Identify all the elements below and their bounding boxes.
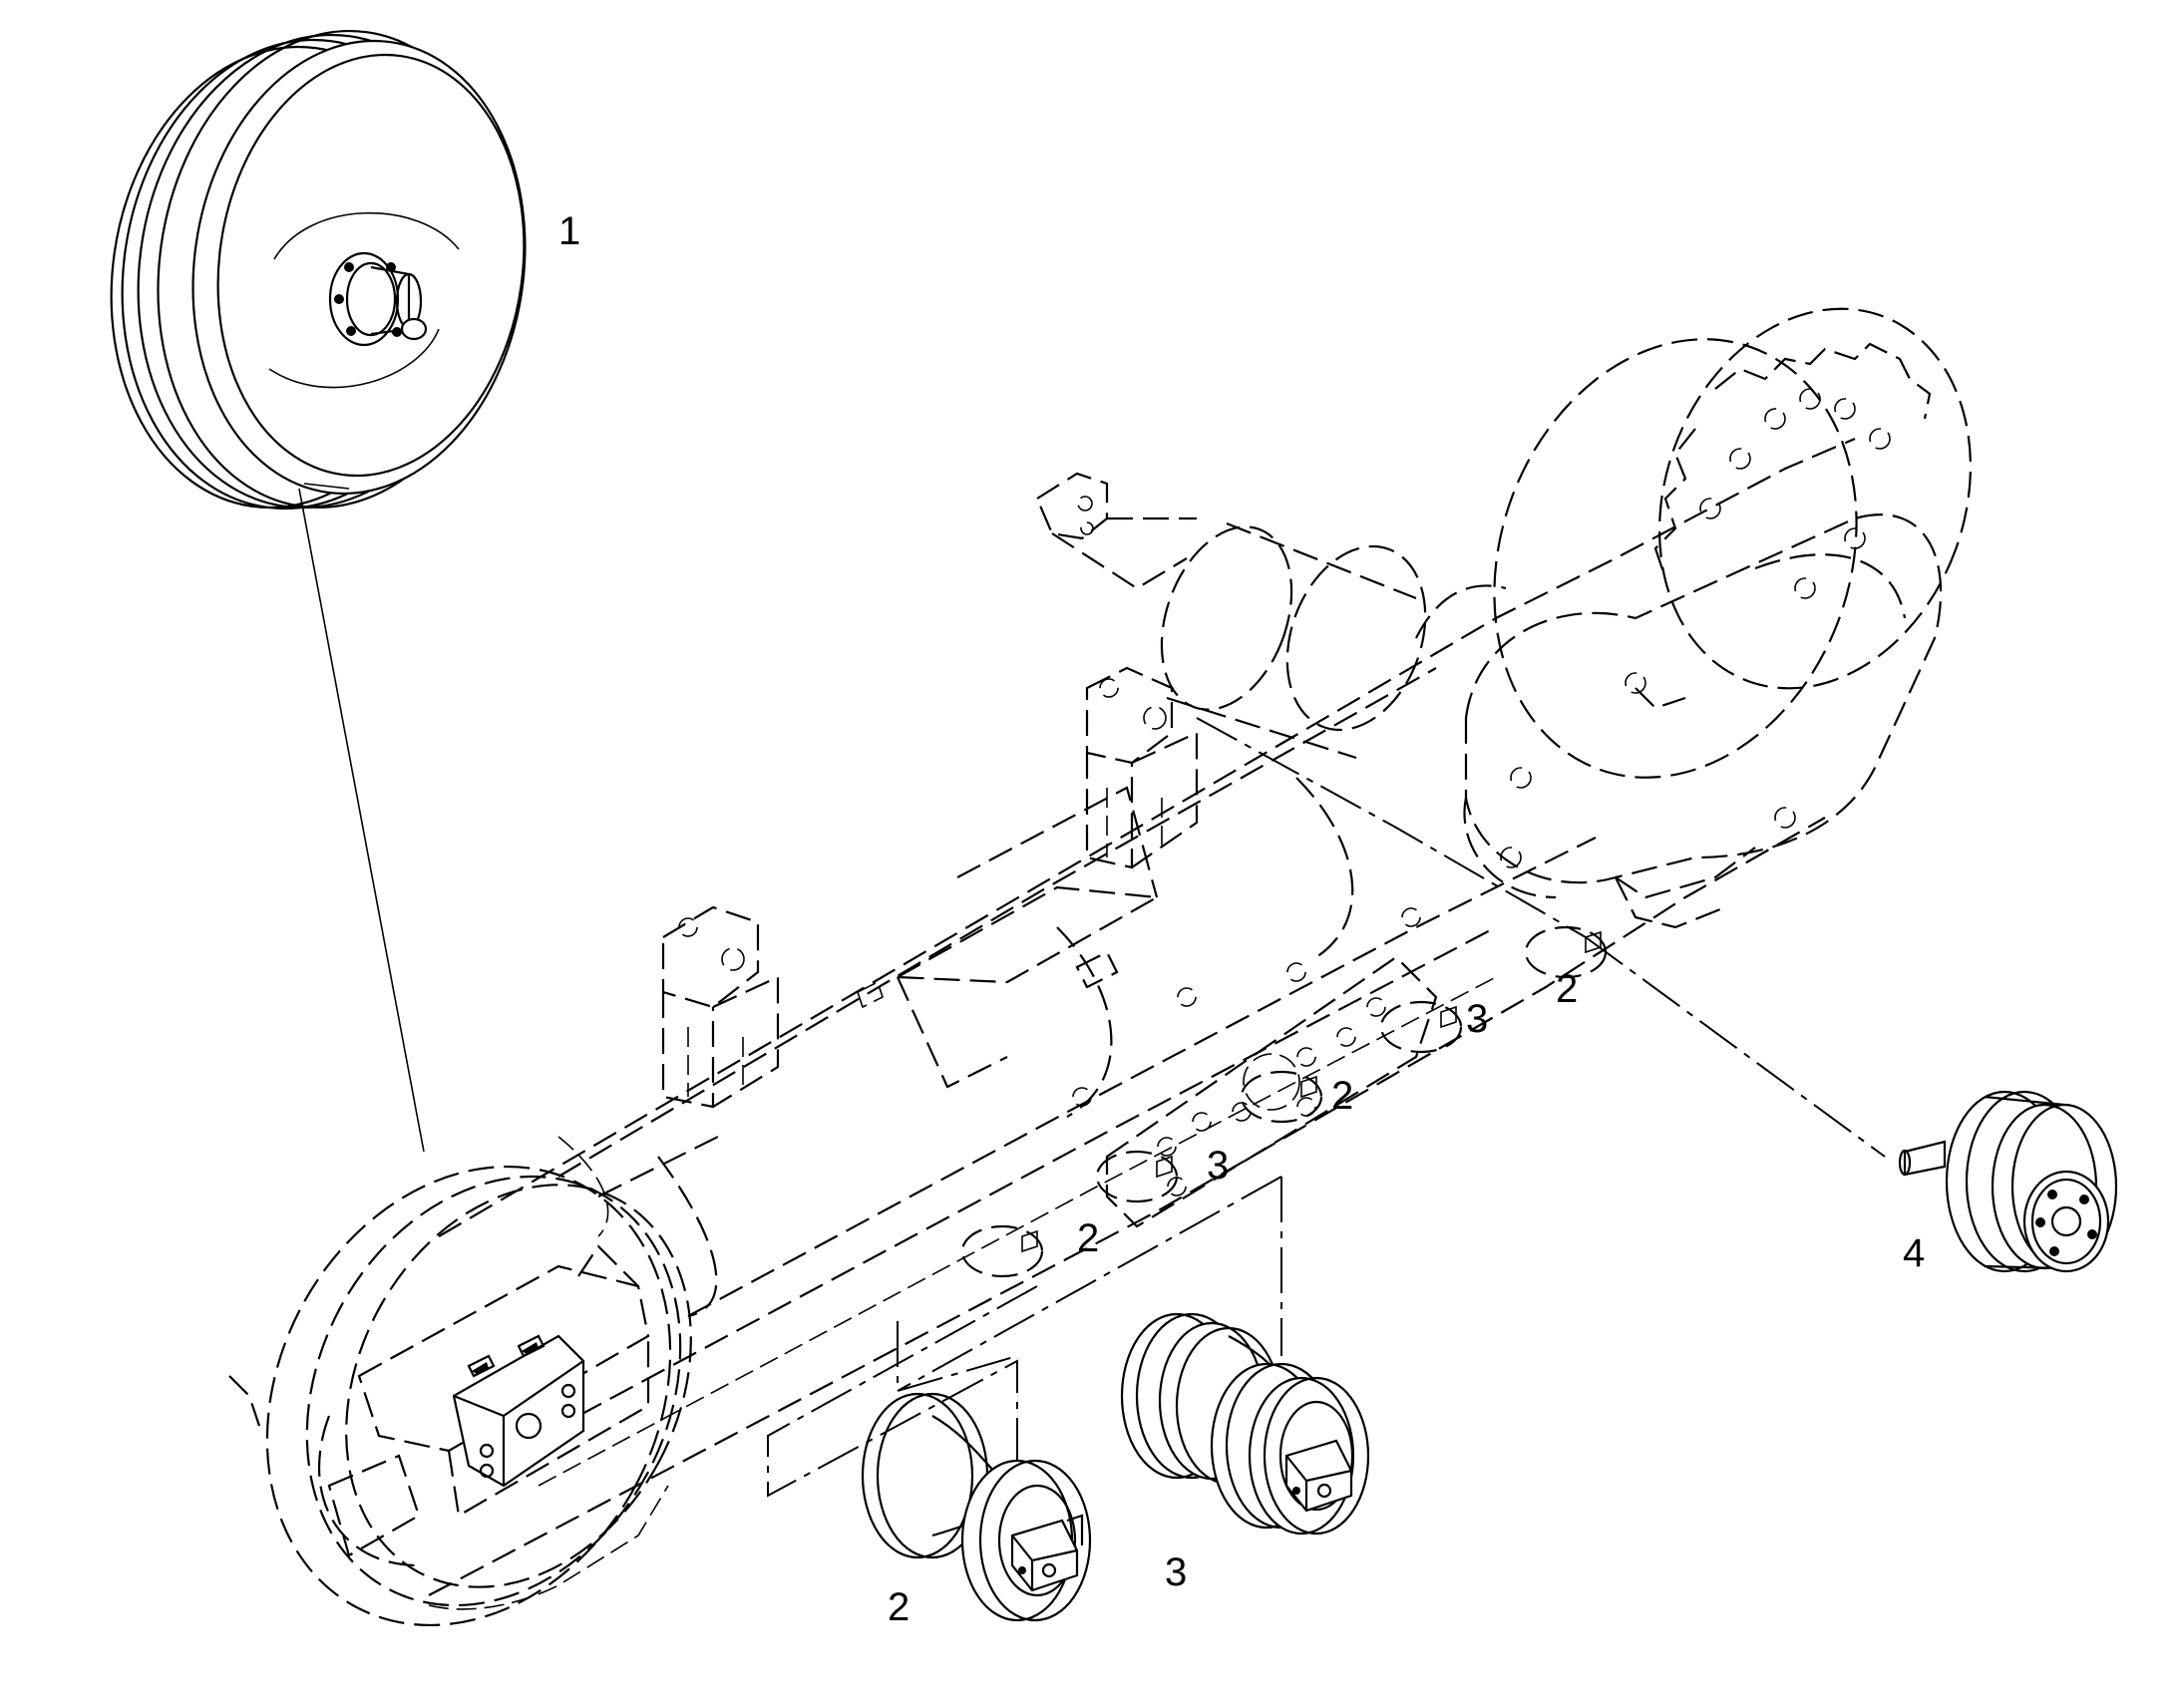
callout-carrier-roller: 4: [1903, 1231, 1925, 1275]
callout-single-flange-roller-b: 2: [1331, 1074, 1353, 1118]
callout-double-flange-roller-a: 3: [1466, 997, 1488, 1041]
single-flange-roller-exploded[interactable]: [861, 1392, 1092, 1622]
assembly-locator-lines: [767, 717, 1886, 1498]
callout-idler-wheel: 1: [558, 209, 580, 253]
sprocket-final-drive: [1035, 307, 1973, 929]
callout-single-flange-roller-a: 2: [1556, 967, 1578, 1011]
idler-wheel-leader-line: [298, 488, 425, 1153]
front-idler-bracket: [452, 1334, 585, 1488]
double-flange-roller-exploded[interactable]: [1120, 1312, 1370, 1536]
callout-single-flange-roller-c: 2: [1077, 1216, 1099, 1260]
callouts: 1 2 3 2 3 2 4 2 3 2: [558, 209, 1925, 1629]
carrier-roller[interactable]: [1898, 1090, 2118, 1273]
callout-double-flange-roller-exploded: 3: [1165, 1550, 1187, 1594]
callout-single-flange-roller-d: 2: [888, 1585, 909, 1629]
in-place-rollers: [960, 925, 1608, 1278]
frame-mounting-brackets: [661, 666, 1199, 1109]
front-idler-well: [228, 1136, 719, 1627]
callout-double-flange-roller-b: 3: [1207, 1144, 1229, 1188]
idler-wheel[interactable]: [82, 8, 553, 531]
track-frame: [428, 437, 1856, 1596]
